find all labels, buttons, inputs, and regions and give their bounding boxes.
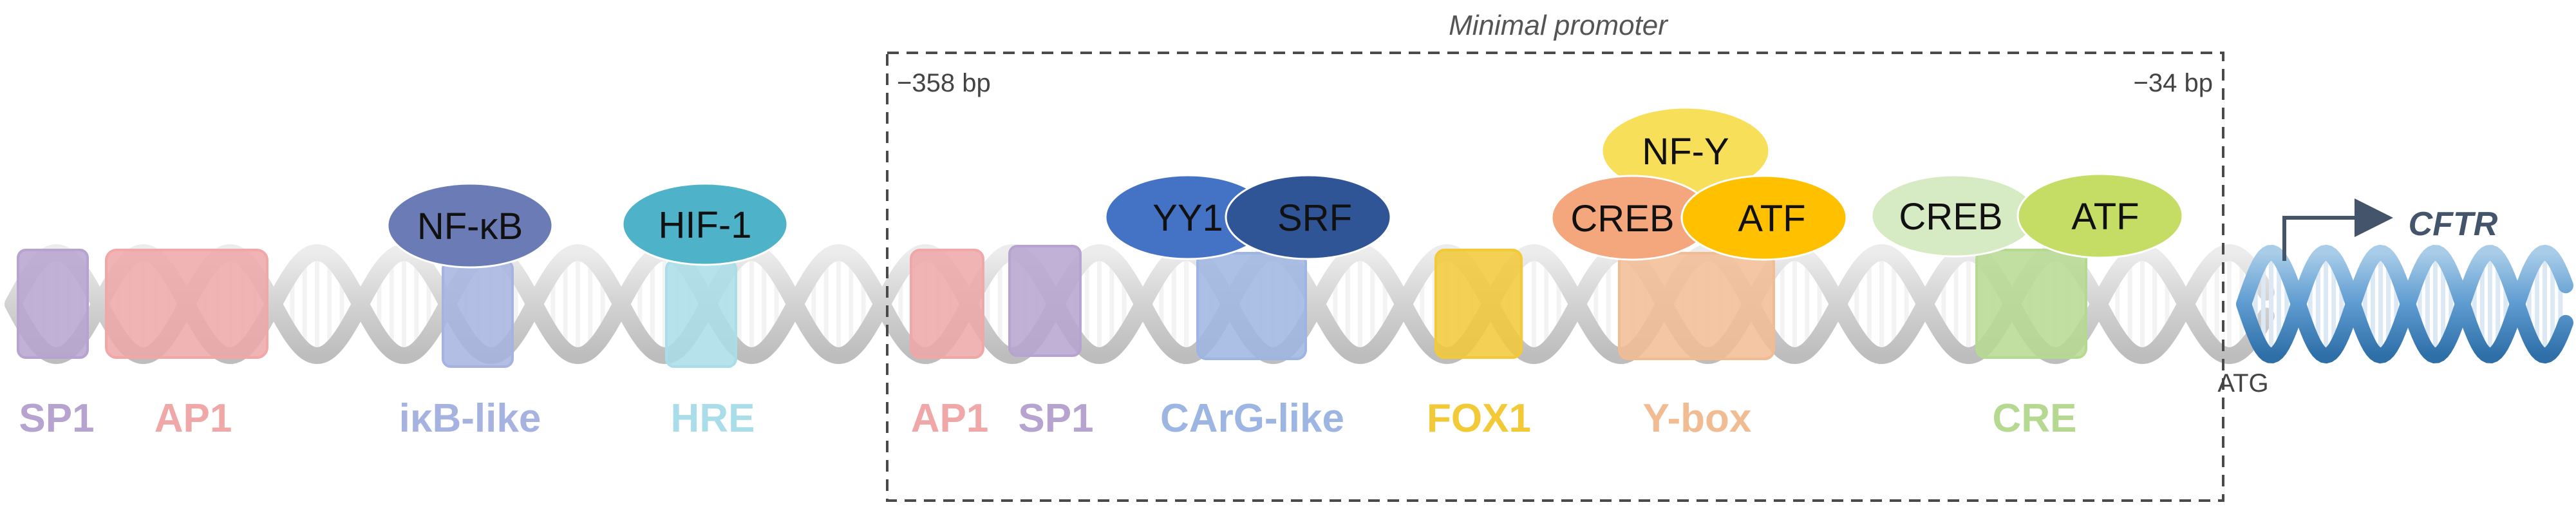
right-bound-label: −34 bp [2134, 69, 2213, 97]
left-bound-label: −358 bp [897, 69, 991, 97]
element-label-ap1: AP1 [155, 396, 232, 441]
factor-oval-hif1 [621, 182, 789, 266]
element-box-ikb-like [442, 260, 514, 368]
element-label-sp1-2: SP1 [1018, 396, 1093, 441]
factor-label-nfkb: NF-κB [417, 206, 523, 247]
start-codon-label: ATG [2217, 369, 2268, 398]
element-label-ikb-like: iκB-like [399, 396, 541, 441]
element-label-hre: HRE [671, 396, 755, 441]
factor-oval-atf-2 [2017, 173, 2184, 259]
factor-oval-srf [1225, 174, 1392, 260]
factor-label-yy1: YY1 [1152, 197, 1223, 239]
factor-label-srf: SRF [1277, 197, 1352, 239]
element-label-ap1-2: AP1 [911, 396, 989, 441]
factor-label-nf-y: NF-Y [1642, 131, 1729, 173]
element-box-fox1 [1434, 249, 1523, 359]
element-label-fox1: FOX1 [1427, 396, 1531, 441]
element-label-y-box: Y-box [1643, 396, 1752, 441]
transcription-start-arrow [2282, 198, 2393, 261]
element-box-sp1-2 [1008, 245, 1082, 357]
gene-name: CFTR [2409, 206, 2498, 243]
element-box-carg-like [1196, 252, 1307, 360]
element-box-ap1-2 [910, 249, 984, 359]
element-label-cre: CRE [1993, 396, 2077, 441]
element-box-hre [665, 260, 737, 368]
element-label-sp1: SP1 [19, 396, 94, 441]
factor-oval-atf [1680, 175, 1848, 261]
cftr-gene-helix [2236, 244, 2573, 364]
factor-label-creb-2: CREB [1899, 196, 2002, 238]
element-box-ap1 [105, 249, 268, 359]
minimal-promoter-box [886, 52, 2224, 502]
element-box-y-box [1618, 252, 1775, 360]
element-box-sp1 [17, 249, 89, 359]
dna-strand [2236, 244, 2573, 364]
factor-oval-nfkb [386, 182, 554, 269]
dna-strand [5, 244, 2275, 365]
minimal-promoter-title: Minimal promoter [1449, 10, 1669, 41]
factor-label-atf: ATF [1738, 198, 1805, 240]
element-label-carg-like: CArG-like [1160, 396, 1344, 441]
binding-elements [17, 245, 2087, 368]
dna-helix [5, 244, 2275, 365]
factor-label-atf-2: ATF [2071, 196, 2139, 238]
factor-label-creb: CREB [1570, 198, 1674, 240]
factor-label-hif1: HIF-1 [659, 204, 752, 246]
transcription-factors [386, 106, 2184, 269]
element-box-cre [1975, 249, 2087, 359]
